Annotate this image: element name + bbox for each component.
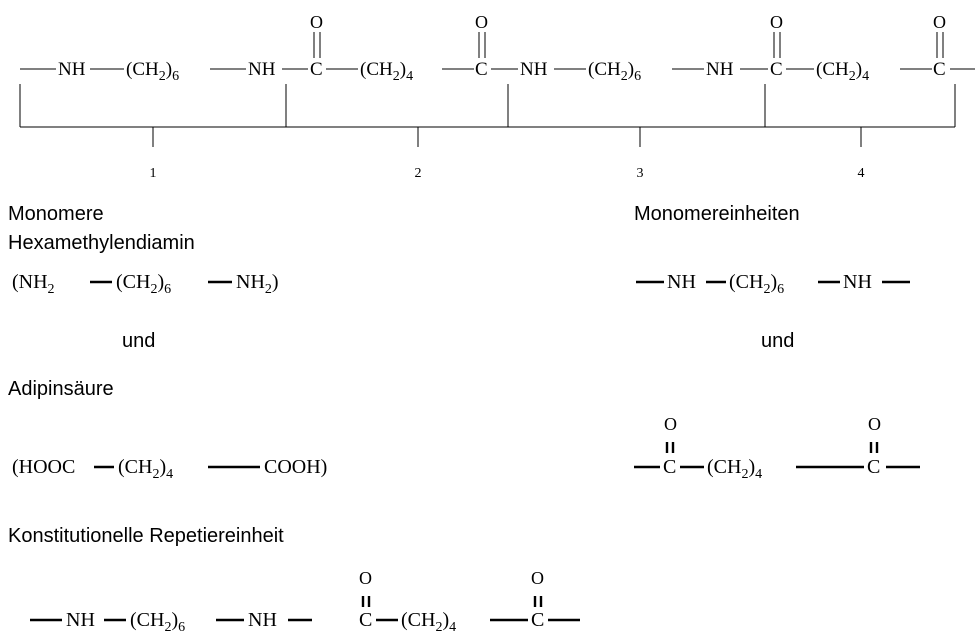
unit-nh: NH (667, 271, 696, 293)
monomer-units-section: Monomereinheiten NH (CH2)6 NH und O C (C… (634, 203, 920, 482)
segment-label: 2 (415, 166, 422, 181)
chain-carbonyl-c: C (475, 59, 488, 80)
chain-nh: NH (248, 59, 276, 80)
chain-carbonyl-o: O (933, 12, 946, 32)
chain-ch2-group: (CH2)4 (816, 59, 869, 84)
chain-carbonyl-o: O (310, 12, 323, 32)
monomer-units-heading: Monomereinheiten (634, 203, 800, 225)
repeat-unit-heading: Konstitutionelle Repetiereinheit (8, 525, 284, 547)
repeat-carbonyl-c: C (359, 609, 372, 631)
and-label: und (122, 330, 155, 352)
segment-brackets: 1 2 3 4 (19, 84, 956, 181)
chain-ch2-group: (CH2)6 (588, 59, 641, 84)
unit-carbonyl-o: O (664, 414, 677, 434)
chain-ch2-group: (CH2)4 (360, 59, 413, 84)
monomer2-formula: (CH2)4 (118, 456, 173, 482)
chain-carbonyl-o: O (770, 12, 783, 32)
segment-label: 3 (637, 166, 644, 181)
repeat-carbonyl-o: O (359, 568, 372, 588)
and-label: und (761, 330, 794, 352)
monomer2-formula: (HOOC (12, 456, 75, 478)
repeat-ch2-group: (CH2)6 (130, 609, 185, 633)
repeat-carbonyl-o: O (531, 568, 544, 588)
chain-carbonyl-c: C (933, 59, 946, 80)
chain-carbonyl-c: C (770, 59, 783, 80)
chain-nh: NH (706, 59, 734, 80)
monomers-heading: Monomere (8, 203, 104, 225)
monomers-section: Monomere Hexamethylendiamin (NH2 (CH2)6 … (8, 203, 327, 482)
chain-carbonyl-c: C (310, 59, 323, 80)
unit-ch2-group: (CH2)4 (707, 456, 762, 482)
unit-nh: NH (843, 271, 872, 293)
segment-label: 4 (858, 166, 865, 181)
monomer2-name: Adipinsäure (8, 378, 114, 400)
monomer1-name: Hexamethylendiamin (8, 232, 195, 254)
polymer-chain: NH (CH2)6 NH C O (CH2)4 C O NH (CH2)6 NH… (20, 12, 975, 84)
unit-carbonyl-c: C (867, 456, 880, 478)
repeat-nh: NH (66, 609, 95, 631)
chain-nh: NH (58, 59, 86, 80)
segment-label: 1 (150, 166, 157, 181)
monomer1-formula: NH2) (236, 271, 279, 297)
chain-carbonyl-o: O (475, 12, 488, 32)
repeat-ch2-group: (CH2)4 (401, 609, 456, 633)
monomer1-formula: (NH2 (12, 271, 55, 297)
repeat-nh: NH (248, 609, 277, 631)
chain-ch2-group: (CH2)6 (126, 59, 179, 84)
unit-carbonyl-c: C (663, 456, 676, 478)
repeat-carbonyl-c: C (531, 609, 544, 631)
unit-carbonyl-o: O (868, 414, 881, 434)
monomer1-formula: (CH2)6 (116, 271, 171, 297)
unit-ch2-group: (CH2)6 (729, 271, 784, 297)
repeat-unit-section: Konstitutionelle Repetiereinheit NH (CH2… (8, 525, 580, 633)
monomer2-formula: COOH) (264, 456, 327, 478)
chain-nh: NH (520, 59, 548, 80)
